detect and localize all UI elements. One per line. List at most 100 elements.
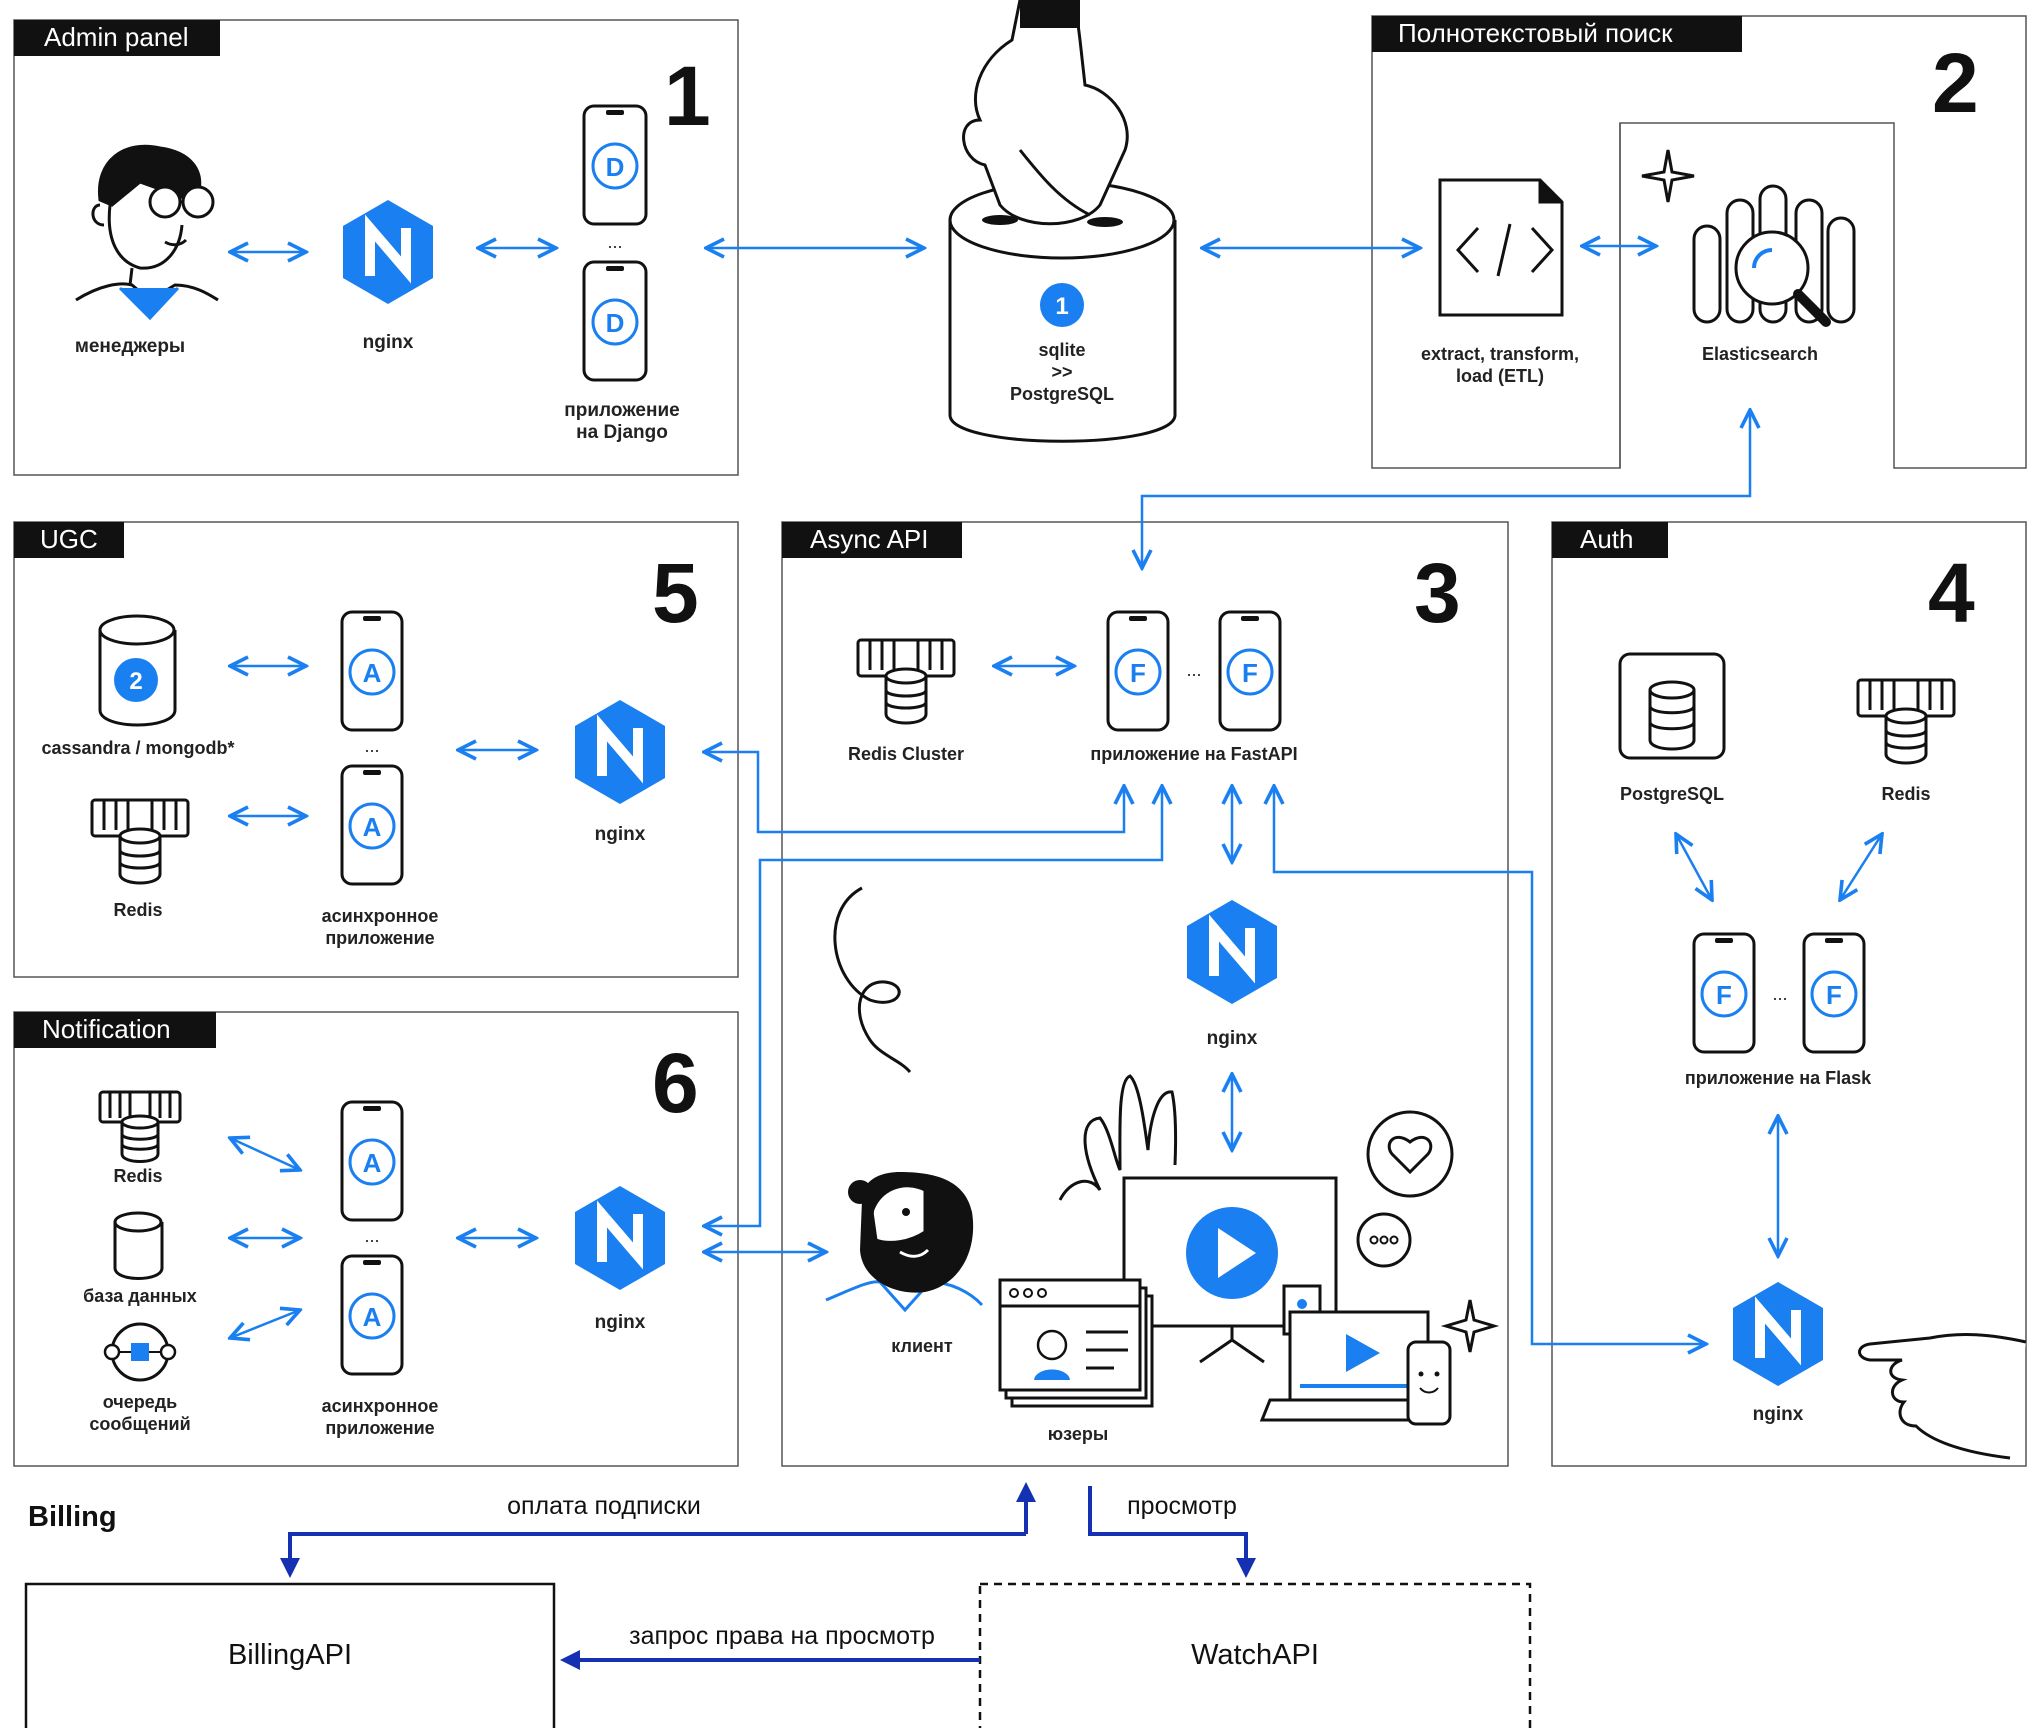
- users-label: юзеры: [1048, 1424, 1108, 1444]
- panel-search-number: 2: [1932, 36, 1979, 130]
- etl-code-icon: [1438, 178, 1564, 317]
- nginx-auth-icon: [1733, 1282, 1823, 1386]
- auth-redis-label: Redis: [1881, 784, 1930, 804]
- view-label: просмотр: [1127, 1492, 1237, 1520]
- flask-app-phone-1: F: [1692, 932, 1756, 1054]
- redis-cluster-icon: [856, 638, 956, 725]
- watch-api-label: WatchAPI: [1191, 1639, 1319, 1671]
- nginx-async-label: nginx: [1207, 1028, 1258, 1049]
- nginx-admin-label: nginx: [363, 332, 414, 353]
- ugc-app-phone-2: A: [340, 764, 404, 886]
- panel-ugc-title: UGC: [40, 524, 98, 554]
- notif-app-phone-1: A: [340, 1100, 404, 1222]
- fastapi-app-letter-2: F: [1242, 658, 1258, 688]
- nginx-admin-icon: [343, 200, 433, 304]
- nginx-async-icon: [1187, 900, 1277, 1004]
- panel-ugc-number: 5: [652, 546, 699, 640]
- django-app-letter-2: D: [606, 308, 625, 338]
- etl-label-1: extract, transform,: [1421, 344, 1579, 364]
- auth-postgres-label: PostgreSQL: [1620, 784, 1724, 804]
- users-devices-illustration: [998, 1110, 1500, 1426]
- doodle-curl: [833, 886, 912, 1074]
- ugc-redis-icon: [90, 798, 190, 885]
- billing-api-box: [24, 1582, 556, 1733]
- redis-cluster-label: Redis Cluster: [848, 744, 964, 764]
- notif-redis-icon: [98, 1090, 182, 1163]
- django-app-label-2: на Django: [576, 422, 668, 443]
- nginx-ugc-label: nginx: [595, 824, 646, 845]
- panel-search-title: Полнотекстовый поиск: [1398, 18, 1673, 48]
- pointing-hand-illustration: [1858, 1333, 2027, 1460]
- message-queue-icon: [103, 1322, 177, 1382]
- panel-admin-number: 1: [664, 49, 711, 143]
- notif-app-letter-1: A: [363, 1148, 382, 1178]
- flask-app-label: приложение на Flask: [1685, 1068, 1872, 1088]
- flask-app-letter-2: F: [1826, 980, 1842, 1010]
- billing-api-label: BillingAPI: [228, 1639, 352, 1671]
- ugc-app-label-1: асинхронное: [322, 906, 439, 926]
- notif-redis-label: Redis: [113, 1166, 162, 1186]
- db-badge-2: 2: [129, 668, 142, 695]
- cassandra-label: cassandra / mongodb*: [41, 738, 234, 758]
- queue-label-2: сообщений: [89, 1414, 190, 1434]
- nginx-notif-icon: [575, 1186, 665, 1290]
- fastapi-app-letter-1: F: [1130, 658, 1146, 688]
- auth-redis-icon: [1856, 678, 1956, 765]
- panel-notification-frame: [13, 1011, 739, 1467]
- elasticsearch-label: Elasticsearch: [1702, 344, 1818, 364]
- nginx-ugc-icon: [575, 700, 665, 804]
- client-illustration: [825, 1172, 984, 1313]
- fastapi-app-label: приложение на FastAPI: [1090, 744, 1297, 764]
- elasticsearch-icon: [1641, 149, 1856, 327]
- notif-app-label-1: асинхронное: [322, 1396, 439, 1416]
- notif-app-letter-2: A: [363, 1302, 382, 1332]
- panel-auth-number: 4: [1928, 546, 1975, 640]
- pay-subscription-label: оплата подписки: [507, 1492, 701, 1520]
- ugc-redis-label: Redis: [113, 900, 162, 920]
- etl-label-2: load (ETL): [1456, 366, 1544, 386]
- ugc-app-phone-1: A: [340, 610, 404, 732]
- main-database-icon: [948, 0, 1177, 443]
- blue-connectors: [230, 246, 1882, 1338]
- managers-label: менеджеры: [75, 336, 185, 357]
- nginx-auth-label: nginx: [1753, 1404, 1804, 1425]
- fastapi-app-phone-1: F: [1106, 610, 1170, 732]
- nginx-notif-label: nginx: [595, 1312, 646, 1333]
- notif-ellipsis: ...: [364, 1226, 379, 1246]
- billing-connectors: [280, 1482, 1256, 1670]
- db-label-2: >>: [1051, 362, 1072, 382]
- ugc-app-letter-1: A: [363, 658, 382, 688]
- notif-database-label: база данных: [83, 1286, 197, 1306]
- notif-database-icon: [113, 1211, 164, 1280]
- db-badge-1: 1: [1055, 293, 1068, 320]
- fastapi-ellipsis: ...: [1186, 660, 1201, 680]
- ugc-app-label-2: приложение: [325, 928, 434, 948]
- django-app-phone-2: D: [582, 260, 648, 382]
- request-view-right-label: запрос права на просмотр: [629, 1622, 935, 1650]
- notif-app-phone-2: A: [340, 1254, 404, 1376]
- ugc-ellipsis: ...: [364, 736, 379, 756]
- client-label: клиент: [891, 1336, 953, 1356]
- flask-ellipsis: ...: [1772, 984, 1787, 1004]
- django-app-phone-1: D: [582, 104, 648, 226]
- django-app-label-1: приложение: [564, 400, 679, 421]
- billing-title: Billing: [28, 1501, 117, 1533]
- manager-illustration: [75, 144, 219, 321]
- panel-auth-title: Auth: [1580, 524, 1634, 554]
- django-ellipsis: ...: [607, 232, 622, 252]
- flask-app-phone-2: F: [1802, 932, 1866, 1054]
- fastapi-app-phone-2: F: [1218, 610, 1282, 732]
- panel-async-number: 3: [1414, 546, 1461, 640]
- notif-app-label-2: приложение: [325, 1418, 434, 1438]
- ugc-app-letter-2: A: [363, 812, 382, 842]
- cassandra-db-icon: [98, 614, 177, 727]
- auth-postgres-icon: [1618, 652, 1726, 760]
- db-label-1: sqlite: [1038, 340, 1085, 360]
- db-label-3: PostgreSQL: [1010, 384, 1114, 404]
- panel-notification-title: Notification: [42, 1014, 171, 1044]
- django-app-letter-1: D: [606, 152, 625, 182]
- queue-label-1: очередь: [103, 1392, 178, 1412]
- flask-app-letter-1: F: [1716, 980, 1732, 1010]
